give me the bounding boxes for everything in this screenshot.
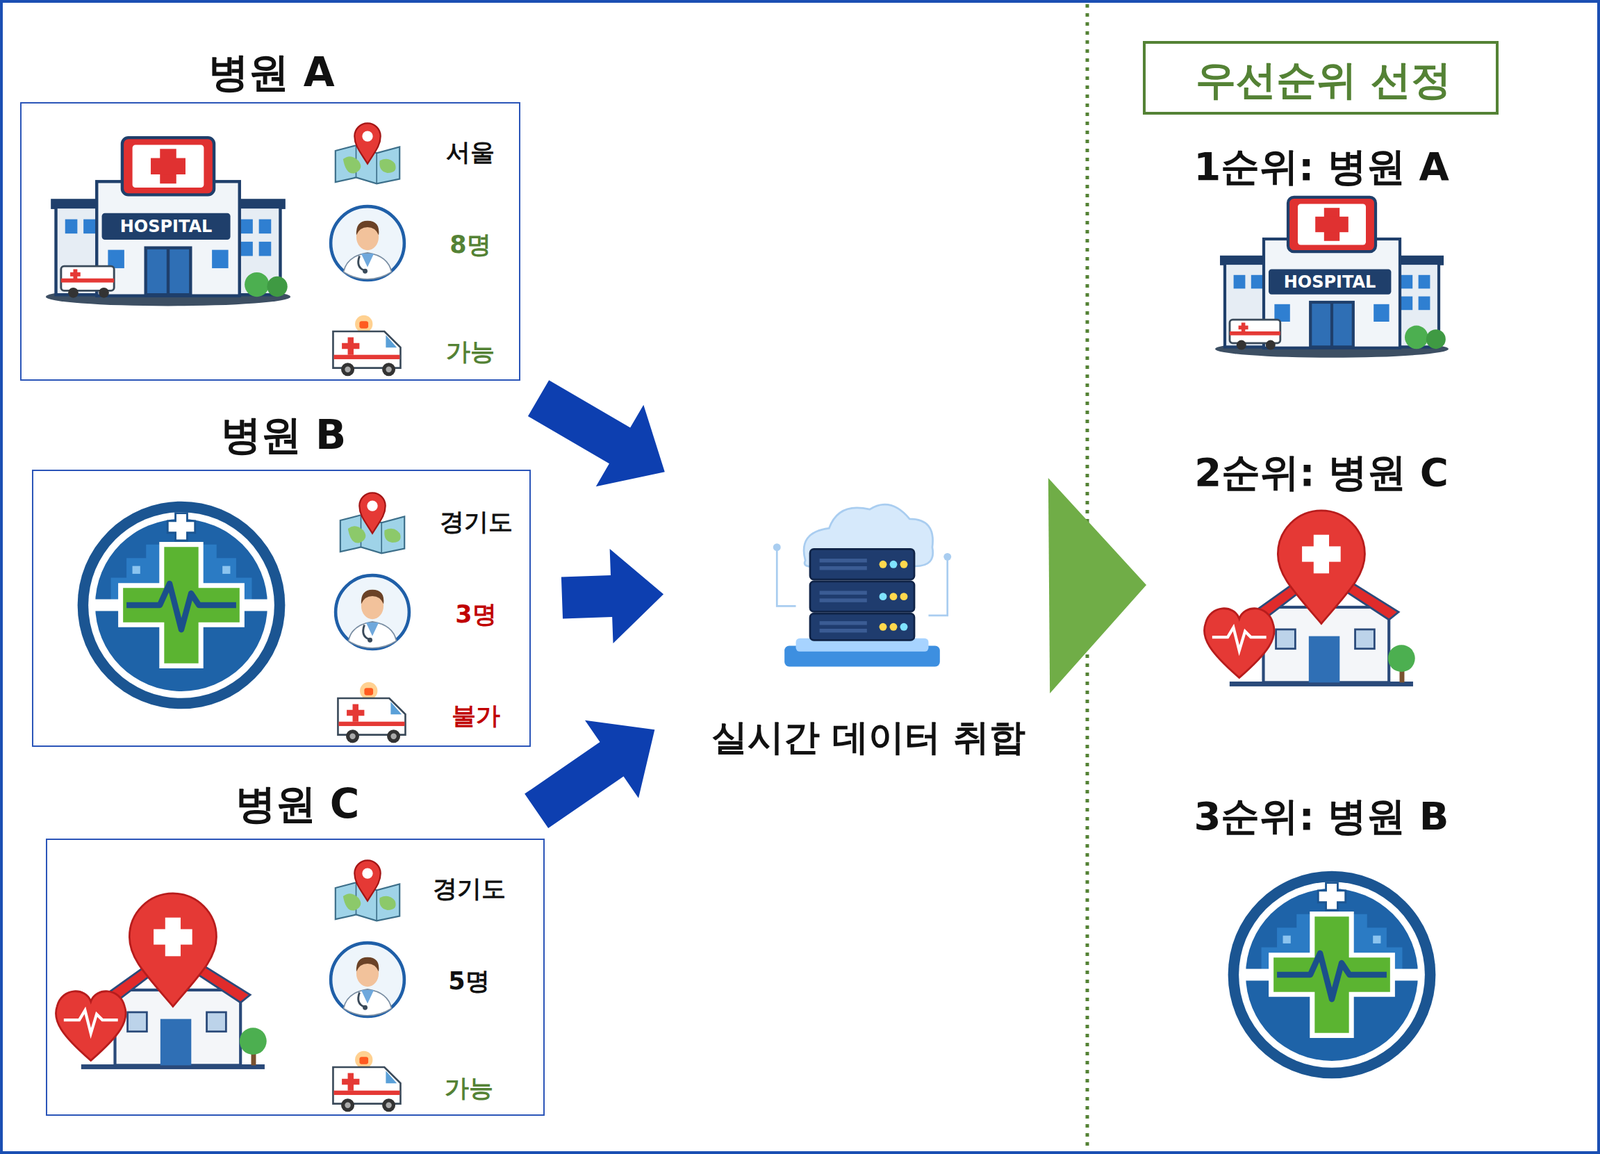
- location-value: 서울: [446, 137, 495, 167]
- ambulance-status: 가능: [446, 336, 495, 367]
- location-icon: [335, 122, 400, 184]
- sign-text: HOSPITAL: [120, 216, 213, 237]
- hospital-emblem-icon: [77, 501, 286, 710]
- rank-entry: 2순위: 병원 C: [1194, 448, 1448, 496]
- hospital-name: 병원 B: [220, 411, 346, 460]
- server-caption: 실시간 데이터 취합: [711, 715, 1026, 759]
- priority-title-box: 우선순위 선정: [1142, 40, 1499, 115]
- doctor-count: 8명: [449, 229, 491, 260]
- doctor-count: 5명: [448, 966, 490, 996]
- ambulance-status: 불가: [451, 700, 501, 731]
- priority-panel: 1순위: 병원 A 2순위: 병원 C 3순위: 병원 B 우선순위 선정: [1146, 27, 1497, 1140]
- priority-title: 우선순위 선정: [1195, 56, 1452, 105]
- hospital-name: 병원 C: [235, 780, 360, 829]
- hospital-card: 병원 B경기도3명불가: [31, 469, 531, 747]
- ambulance-icon: [332, 315, 401, 377]
- server-icon: [773, 504, 952, 667]
- aggregation-server: 실시간 데이터 취합: [694, 472, 1043, 765]
- hospital-card: 병원 A서울8명가능: [20, 102, 521, 381]
- hospital-building-icon: [45, 137, 291, 306]
- location-value: 경기도: [432, 873, 506, 904]
- ambulance-icon: [337, 682, 406, 744]
- hospital-emblem-icon: [1228, 871, 1437, 1079]
- result-arrow: [1048, 477, 1147, 694]
- location-value: 경기도: [439, 507, 513, 537]
- doctor-icon: [335, 575, 410, 649]
- clinic-house-icon: [1203, 510, 1415, 687]
- ambulance-icon: [332, 1051, 401, 1113]
- hospital-card: 병원 C경기도5명가능: [45, 838, 545, 1116]
- location-icon: [340, 492, 405, 554]
- data-flow-arrow: [524, 720, 655, 829]
- data-flow-arrow: [528, 380, 665, 487]
- doctor-icon: [330, 942, 405, 1017]
- sign-text: HOSPITAL: [1283, 272, 1377, 293]
- location-icon: [335, 860, 400, 921]
- data-flow-arrow: [561, 548, 664, 644]
- rank-entry: 1순위: 병원 A: [1193, 143, 1450, 190]
- ambulance-status: 가능: [444, 1073, 494, 1103]
- hospital-name: 병원 A: [208, 48, 335, 98]
- rank-entry: 3순위: 병원 B: [1193, 792, 1449, 840]
- doctor-count: 3명: [455, 599, 497, 629]
- clinic-house-icon: [55, 893, 267, 1070]
- doctor-icon: [330, 206, 405, 280]
- hospital-building-icon: [1215, 197, 1449, 358]
